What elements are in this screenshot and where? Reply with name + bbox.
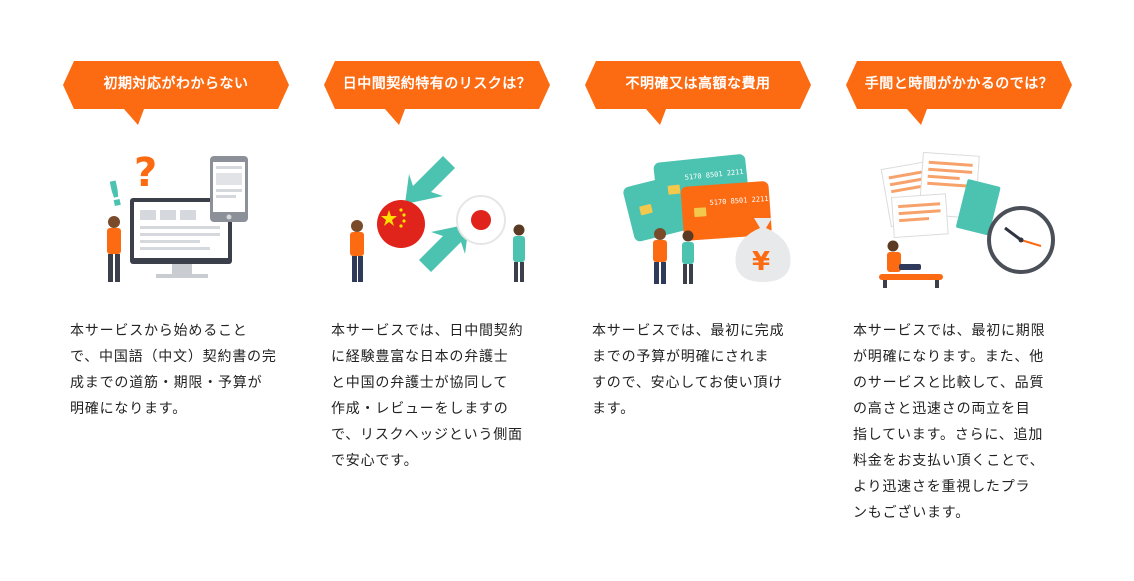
speech-bubble-header: 手間と時間がかかるのでは？ xyxy=(845,55,1073,127)
svg-text:!: ! xyxy=(104,173,127,215)
section-title: 初期対応がわからない xyxy=(103,76,249,92)
section-description: 本サービスから始めること で、中国語（中文）契約書の完 成までの道筋・期限・予算… xyxy=(70,323,277,417)
speech-bubble-shape xyxy=(324,61,550,125)
section-description: 本サービスでは、日中間契約 に経験豊富な日本の弁護士 と中国の弁護士が協同して … xyxy=(331,323,524,469)
speech-bubble-header: 不明確又は高額な費用 xyxy=(584,55,812,127)
concern-section-4: 手間と時間がかかるのでは？ xyxy=(845,0,1085,581)
speech-bubble-header: 初期対応がわからない xyxy=(62,55,290,127)
confused-person-computer-icon: ? ! xyxy=(82,148,282,298)
svg-text:?: ? xyxy=(134,150,157,196)
concern-section-1: 初期対応がわからない ? ! xyxy=(62,0,302,581)
concern-section-3: 不明確又は高額な費用 5170 8501 2211 5170 8501 2211… xyxy=(584,0,824,581)
section-title: 日中間契約特有のリスクは？ xyxy=(342,76,532,92)
section-description: 本サービスでは、最初に完成 までの予算が明確にされま すので、安心してお使い頂け… xyxy=(592,323,785,417)
concern-section-2: 日中間契約特有のリスクは？ 本サービ xyxy=(323,0,563,581)
speech-bubble-header: 日中間契約特有のリスクは？ xyxy=(323,55,551,127)
section-title: 手間と時間がかかるのでは？ xyxy=(864,76,1054,92)
speech-bubble-shape xyxy=(846,61,1072,125)
credit-cards-money-bag-icon: 5170 8501 2211 5170 8501 2211 ¥ xyxy=(604,148,804,298)
speech-bubble-shape xyxy=(63,61,289,125)
china-japan-exchange-icon xyxy=(343,148,543,298)
speech-bubble-shape xyxy=(585,61,811,125)
svg-text:¥: ¥ xyxy=(752,247,770,277)
section-title: 不明確又は高額な費用 xyxy=(625,76,771,92)
section-description: 本サービスでは、最初に期限 が明確になります。また、他 のサービスと比較して、品… xyxy=(853,323,1046,521)
documents-clock-person-icon xyxy=(865,148,1065,298)
